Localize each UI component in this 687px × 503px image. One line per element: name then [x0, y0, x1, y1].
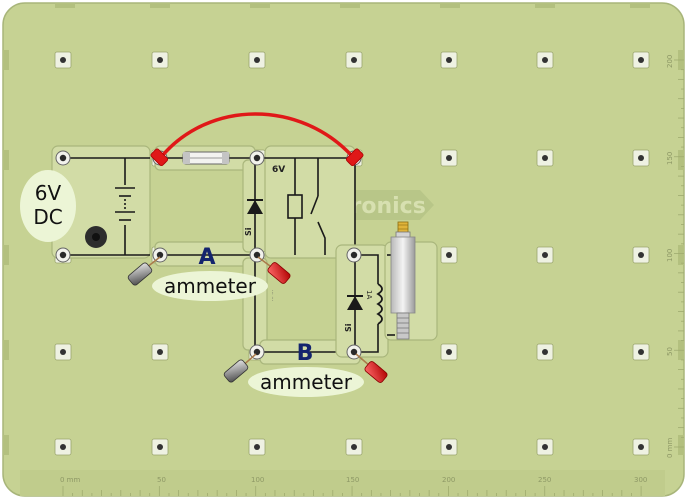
- relay-voltage: 6V: [272, 165, 285, 175]
- diode-module-upper[interactable]: Si 1A: [242, 159, 273, 253]
- peg-icon: [54, 343, 72, 361]
- peg-icon: [632, 343, 650, 361]
- peg-icon: [536, 343, 554, 361]
- supply-voltage-line1: 6V: [35, 181, 62, 205]
- peg-icon: [440, 343, 458, 361]
- solenoid-module[interactable]: [384, 221, 438, 341]
- diode-lower-current: 1A: [365, 290, 373, 299]
- ammeter-b-letter: B: [297, 341, 314, 366]
- snap-connector: [249, 150, 265, 166]
- peg-icon: [632, 246, 650, 264]
- snap-connector: [55, 150, 71, 166]
- ammeter-b-text: ammeter: [260, 370, 353, 394]
- diode-icon: [247, 199, 263, 214]
- ruler-bottom-label-150: 150: [346, 476, 359, 484]
- peg-icon: [248, 51, 266, 69]
- supply-voltage-line2: DC: [33, 205, 62, 229]
- fuse-module[interactable]: [154, 145, 256, 171]
- ammeter-a-letter: A: [198, 245, 215, 270]
- diode-lower-material: Si: [344, 323, 353, 332]
- supply-voltage-label: 6V DC: [20, 170, 76, 242]
- coil-module[interactable]: Si 1A: [335, 244, 389, 358]
- peg-icon: [440, 51, 458, 69]
- top-notches: [55, 3, 650, 8]
- snap-connector: [152, 247, 168, 263]
- red-jumper-wire[interactable]: [150, 112, 364, 167]
- ruler-bottom-label-250: 250: [538, 476, 551, 484]
- probe-red-b[interactable]: [355, 353, 388, 384]
- diode-upper-material: Si: [244, 227, 253, 236]
- relay-module[interactable]: 6V: [255, 145, 356, 259]
- ruler-right: 200 150 100 50 0 mm: [666, 55, 684, 458]
- coil-icon: [376, 283, 383, 325]
- probe-grey-b[interactable]: [223, 353, 257, 383]
- peg-icon: [440, 149, 458, 167]
- peg-icon: [632, 438, 650, 456]
- peg-icon: [632, 149, 650, 167]
- ruler-right-label-50: 50: [666, 347, 674, 356]
- ruler-right-label-150: 150: [666, 152, 674, 165]
- peg-icon: [151, 438, 169, 456]
- peg-icon: [345, 438, 363, 456]
- ammeter-a-label: A ammeter: [152, 245, 268, 301]
- probe-red-a[interactable]: [257, 256, 291, 285]
- ammeter-b-label: B ammeter: [248, 341, 364, 397]
- peg-icon: [536, 438, 554, 456]
- probe-icon[interactable]: [127, 256, 161, 286]
- peg-icon: [54, 51, 72, 69]
- relay-coil-icon: [287, 194, 303, 219]
- ruler-bottom-label-300: 300: [634, 476, 647, 484]
- wire-module-marking: ··· ···: [269, 290, 275, 302]
- wire-module-b[interactable]: [258, 339, 361, 365]
- ruler-bottom-label-200: 200: [442, 476, 455, 484]
- snap-connector: [346, 247, 362, 263]
- ruler-bottom: 0 mm 50 100 150 200 250 300: [20, 470, 665, 496]
- peg-icon: [440, 438, 458, 456]
- peg-icon: [632, 51, 650, 69]
- ruler-right-label-100: 100: [666, 249, 674, 262]
- ammeter-a-text: ammeter: [164, 274, 257, 298]
- solenoid-icon: [390, 221, 416, 340]
- peg-icon: [440, 246, 458, 264]
- peg-icon: [536, 51, 554, 69]
- peg-icon: [151, 343, 169, 361]
- buzzer-icon: [85, 226, 107, 248]
- ruler-right-label-200: 200: [666, 55, 674, 68]
- switch-icon: [310, 195, 319, 215]
- peg-icon: [151, 51, 169, 69]
- ruler-bottom-label-0: 0 mm: [60, 476, 80, 484]
- peg-icon: [248, 438, 266, 456]
- peg-icon: [536, 246, 554, 264]
- snap-connector: [55, 247, 71, 263]
- peg-icon: [345, 51, 363, 69]
- power-supply-module[interactable]: [51, 145, 151, 259]
- ruler-bottom-label-50: 50: [157, 476, 166, 484]
- ruler-right-label-0: 0 mm: [666, 438, 674, 458]
- peg-icon: [54, 438, 72, 456]
- ruler-bottom-label-100: 100: [251, 476, 264, 484]
- diode-lower-icon: [347, 295, 363, 310]
- peg-icon: [536, 149, 554, 167]
- battery-icon: [115, 187, 135, 221]
- fuse-icon: [182, 151, 230, 165]
